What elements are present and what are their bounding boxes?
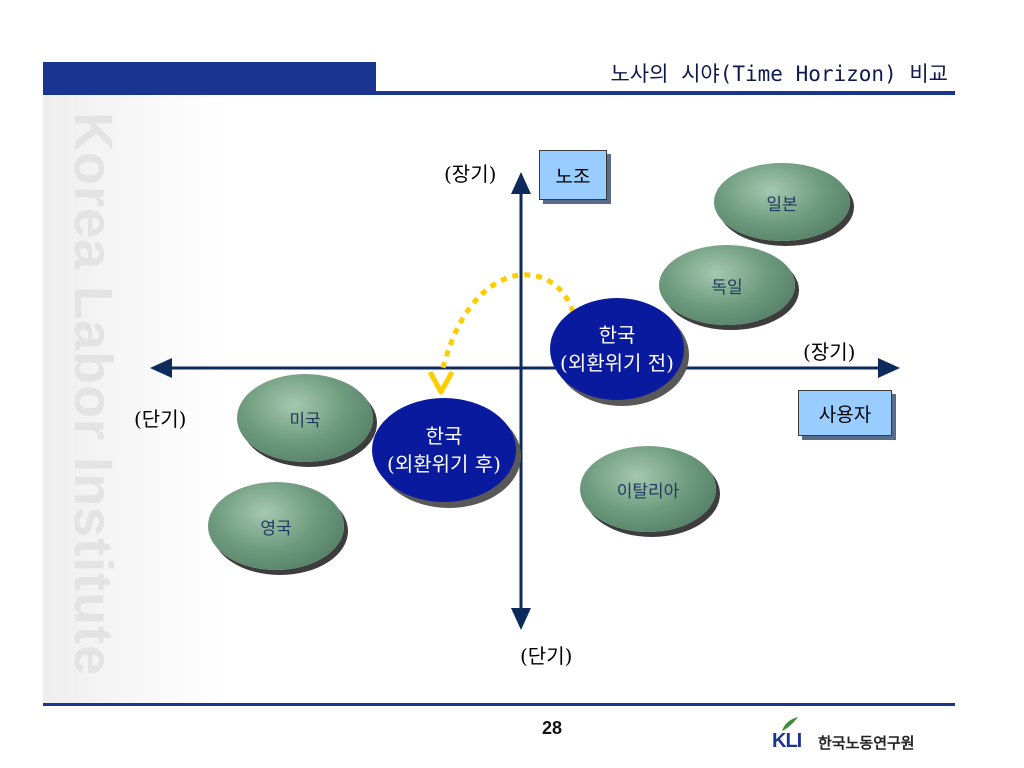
node-usa-label: 미국 bbox=[289, 410, 321, 431]
union-axis-box: 노조 bbox=[539, 150, 607, 200]
header-bar bbox=[43, 62, 376, 92]
transition-dotted-arrow bbox=[439, 272, 576, 373]
header-rule bbox=[43, 91, 955, 95]
node-usa: 미국 bbox=[237, 374, 373, 462]
transition-arrowhead bbox=[427, 370, 455, 395]
node-italy: 이탈리아 bbox=[580, 446, 716, 532]
node-uk: 영국 bbox=[208, 482, 344, 570]
vertical-axis-top-arrowhead bbox=[511, 172, 531, 194]
node-italy-label: 이탈리아 bbox=[616, 481, 680, 502]
horizontal-axis-left-arrowhead bbox=[150, 358, 172, 378]
node-korea-before-line1: 한국 bbox=[598, 323, 636, 347]
node-germany: 독일 bbox=[659, 245, 795, 325]
horizontal-left-label: (단기) bbox=[134, 407, 187, 431]
employer-axis-box: 사용자 bbox=[798, 390, 892, 436]
node-korea-before-line2: (외환위기 전) bbox=[560, 351, 674, 375]
node-korea-before: 한국 (외환위기 전) bbox=[550, 298, 684, 400]
logo-name: 한국노동연구원 bbox=[818, 734, 915, 752]
vertical-axis-bottom-arrowhead bbox=[511, 608, 531, 630]
node-korea-after-line2: (외환위기 후) bbox=[387, 452, 501, 476]
logo-mark: KLI bbox=[772, 730, 802, 752]
node-korea-after: 한국 (외환위기 후) bbox=[372, 398, 516, 502]
node-japan: 일본 bbox=[714, 163, 850, 241]
horizontal-right-label: (장기) bbox=[803, 340, 856, 364]
page-number: 28 bbox=[541, 718, 563, 738]
slide-title: 노사의 시야(Time Horizon) 비교 bbox=[610, 62, 948, 86]
vertical-top-label: (장기) bbox=[444, 162, 497, 186]
node-korea-after-line1: 한국 bbox=[425, 424, 463, 448]
watermark-band bbox=[43, 95, 223, 705]
node-germany-label: 독일 bbox=[711, 277, 743, 298]
vertical-bottom-label: (단기) bbox=[520, 644, 573, 668]
footer-rule bbox=[43, 703, 955, 706]
kli-logo: KLI 한국노동연구원 bbox=[768, 716, 958, 756]
node-japan-label: 일본 bbox=[766, 194, 798, 215]
leaf-icon bbox=[782, 717, 798, 731]
node-uk-label: 영국 bbox=[260, 518, 292, 539]
horizontal-axis-right-arrowhead bbox=[878, 358, 900, 378]
watermark-text: Korea Labor Institute bbox=[63, 112, 123, 677]
